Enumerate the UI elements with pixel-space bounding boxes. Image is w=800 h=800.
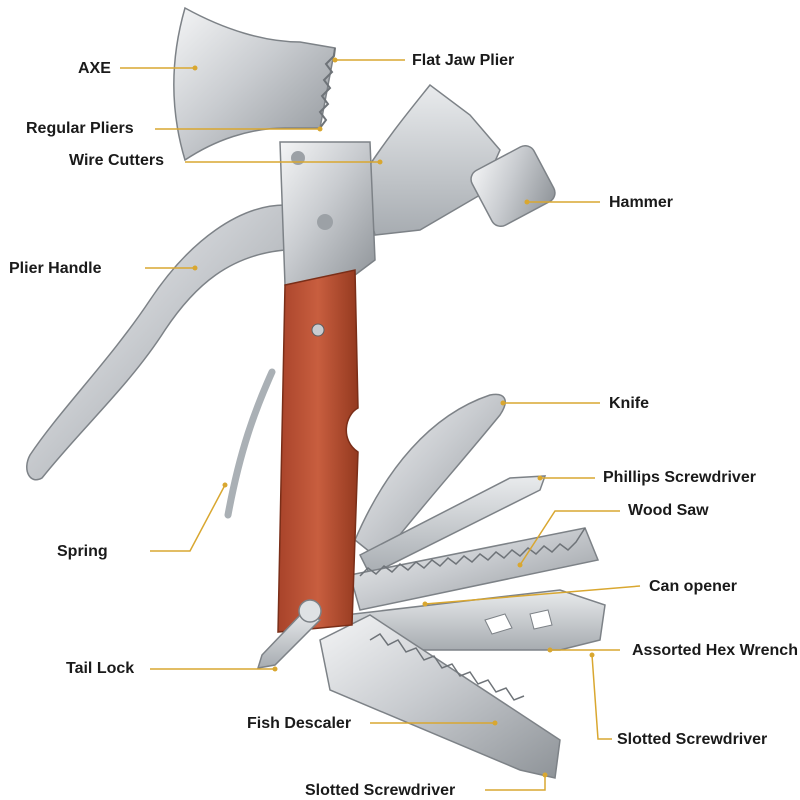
leader-can-opener [424, 585, 641, 605]
label-regular-pliers: Regular Pliers [26, 120, 134, 137]
knife-blade-shape [354, 393, 506, 562]
leader-slotted-screwdriver-bottom [485, 775, 546, 791]
label-knife: Knife [609, 395, 649, 412]
leader-spring [150, 484, 226, 552]
leader-lines [120, 59, 641, 791]
label-spring: Spring [57, 543, 108, 560]
label-can-opener: Can opener [649, 578, 738, 595]
wood-saw-teeth [359, 527, 586, 577]
label-slotted-screwdriver-right: Slotted Screwdriver [617, 731, 768, 748]
label-phillips-screwdriver: Phillips Screwdriver [603, 469, 756, 486]
label-axe: AXE [78, 60, 111, 77]
mid-rivet [317, 214, 333, 230]
label-wood-saw: Wood Saw [628, 502, 709, 519]
label-slotted-screwdriver-bottom: Slotted Screwdriver [305, 782, 456, 799]
leader-dots [192, 57, 595, 778]
label-hammer: Hammer [609, 194, 674, 211]
top-bracket-shape [279, 141, 376, 286]
wood-handle-shape [277, 269, 359, 633]
label-wire-cutters: Wire Cutters [69, 152, 164, 169]
handle-screw [311, 323, 325, 337]
label-assorted-hex-wrench: Assorted Hex Wrench [632, 642, 798, 659]
label-tail-lock: Tail Lock [66, 660, 135, 677]
top-rivet [291, 151, 305, 165]
wood-saw-shape [349, 527, 600, 611]
label-fish-descaler: Fish Descaler [247, 715, 352, 732]
label-plier-handle: Plier Handle [9, 260, 102, 277]
tail-rivet [298, 599, 322, 623]
leader-wood-saw [519, 510, 620, 566]
fish-descaler-shape [319, 614, 561, 779]
fish-descaler-teeth [369, 633, 525, 701]
leader-slotted-screwdriver-right [591, 654, 612, 740]
hammer-face-shape [470, 144, 556, 228]
label-flat-jaw-plier: Flat Jaw Plier [412, 52, 515, 69]
axe-teeth [318, 47, 336, 129]
plier-handle-shape [26, 204, 286, 481]
axe-head-shape [173, 6, 336, 162]
spring-shape [224, 368, 276, 519]
hex-wrench-holes [484, 609, 553, 635]
